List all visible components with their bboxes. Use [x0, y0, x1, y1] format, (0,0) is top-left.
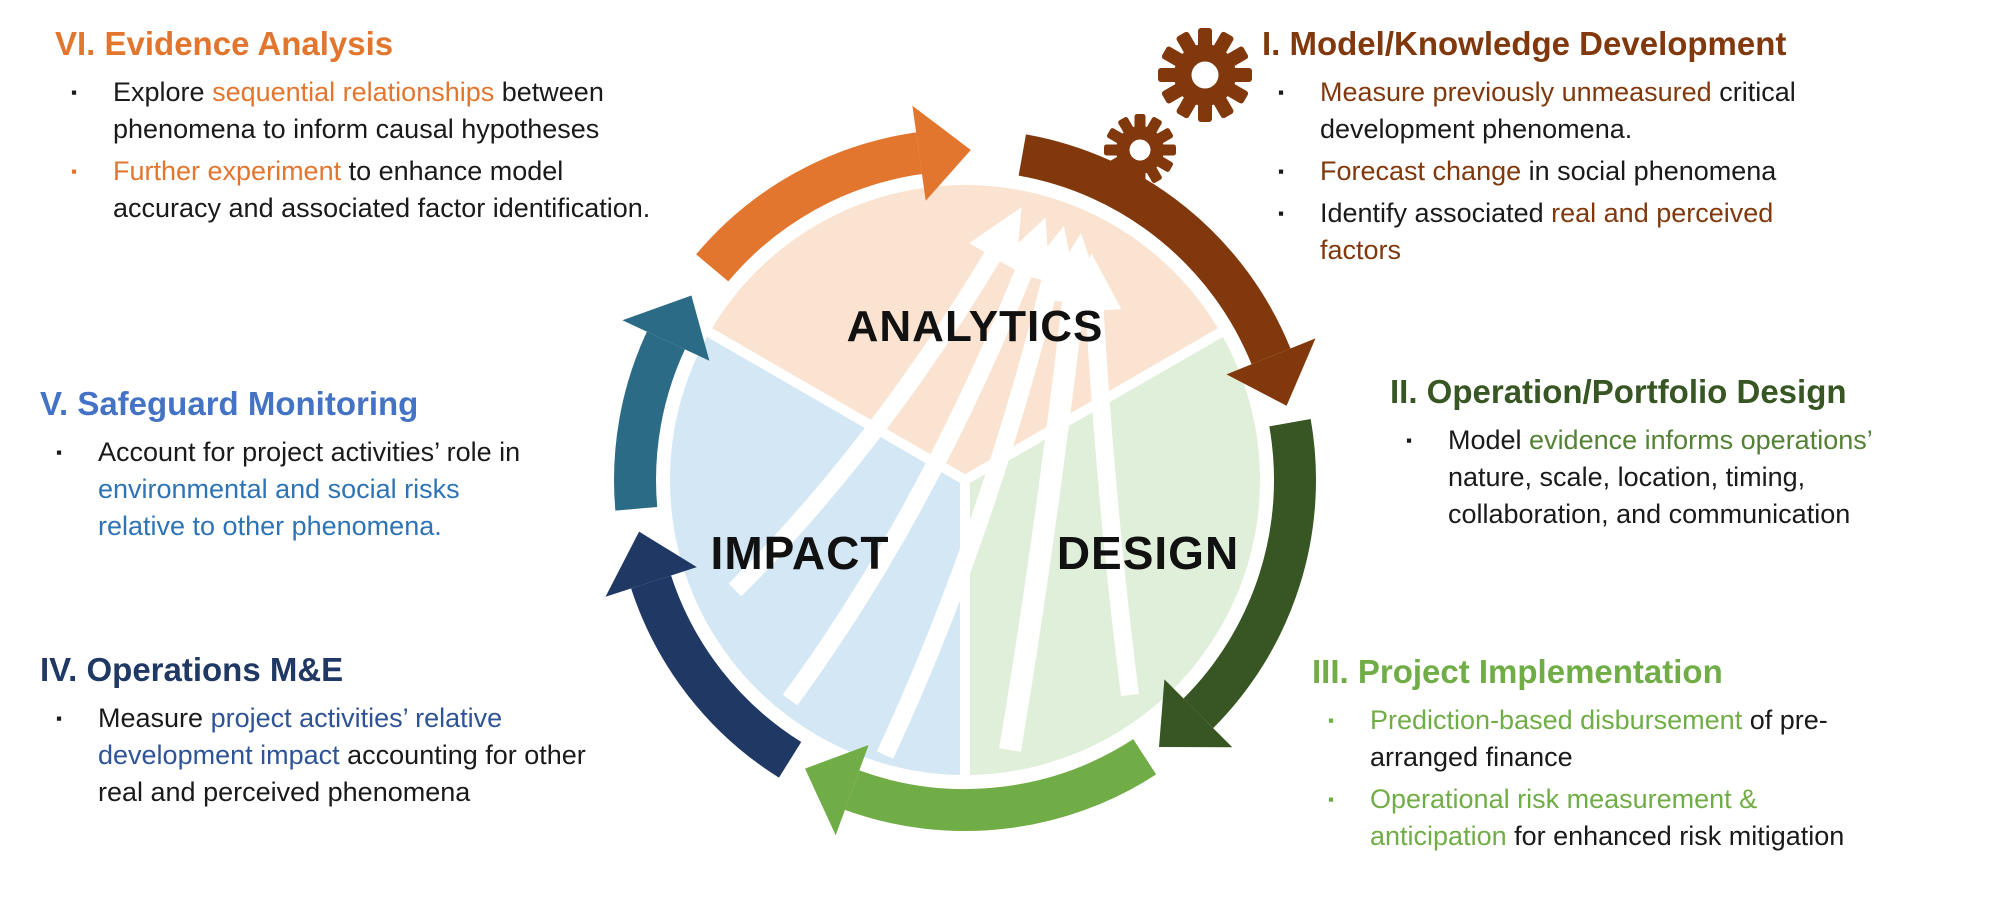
- text-segment: between phenomena to inform causal hypot…: [113, 76, 604, 144]
- operation-portfolio-design-title: II. Operation/Portfolio Design: [1390, 373, 1847, 410]
- bullet-marker-icon: ▪: [71, 82, 78, 102]
- model-knowledge-block: I. Model/Knowledge Development ▪ Measure …: [1262, 24, 1972, 274]
- bullet-item: ▪ Explore sequential relationships betwee…: [55, 74, 745, 148]
- project-implementation-title: III. Project Implementation: [1312, 653, 1723, 690]
- bullet-item: ▪ Identify associated real and perceived …: [1262, 195, 1972, 269]
- bullet-item: ▪ Operational risk measurement & anticipa…: [1312, 781, 1997, 855]
- bullet-marker-icon: ▪: [1328, 789, 1335, 809]
- divider-line: [707, 328, 968, 485]
- text-segment: Operational risk measurement & anticipat…: [1370, 783, 1758, 851]
- gears-icon: [1104, 28, 1252, 186]
- safeguard-monitoring-list: ▪ Account for project activities’ role in…: [40, 434, 680, 545]
- project-implementation-list: ▪ Prediction-based disbursement of pre- a…: [1312, 702, 1997, 855]
- bullet-item: ▪ Account for project activities’ role in…: [40, 434, 680, 545]
- arc-ii-operation-design: [1183, 419, 1316, 729]
- arrowhead-v-teal: [622, 295, 710, 361]
- arrowhead-iii-light-green: [805, 745, 869, 836]
- bullet-text: Explore sequential relationships between…: [113, 74, 604, 148]
- operations-me-list: ▪ Measure project activities’ relative de…: [40, 700, 730, 811]
- bullet-item: ▪ Forecast change in social phenomena: [1262, 153, 1972, 190]
- safeguard-monitoring-title: V. Safeguard Monitoring: [40, 385, 419, 422]
- model-knowledge-list: ▪ Measure previously unmeasured critical …: [1262, 74, 1972, 269]
- gear-large-icon: [1158, 28, 1252, 122]
- bullet-text: Identify associated real and perceived f…: [1320, 195, 1773, 269]
- arrowhead-i-brown: [1226, 338, 1316, 406]
- text-segment: critical development phenomena.: [1320, 76, 1796, 144]
- bullet-text: Measure previously unmeasured critical d…: [1320, 74, 1796, 148]
- cycle-ring: [614, 132, 1316, 832]
- project-implementation-block: III. Project Implementation ▪ Prediction-…: [1312, 652, 1997, 860]
- bullet-text: Further experiment to enhance model accu…: [113, 153, 650, 227]
- text-segment: Further experiment: [113, 155, 342, 186]
- bullet-marker-icon: ▪: [1406, 430, 1413, 450]
- evidence-analysis-list: ▪ Explore sequential relationships betwee…: [55, 74, 745, 227]
- bullet-marker-icon: ▪: [71, 161, 78, 181]
- flow-arrow: [1067, 253, 1139, 697]
- text-segment: Account for project activities’ role in: [98, 436, 521, 467]
- arc-iii-implementation: [844, 739, 1157, 832]
- bullet-marker-icon: ▪: [1278, 203, 1285, 223]
- text-segment: Explore: [113, 76, 213, 107]
- arrowhead-vi-orange: [912, 105, 971, 201]
- bullet-marker-icon: ▪: [56, 708, 63, 728]
- bullet-text: Operational risk measurement & anticipat…: [1370, 781, 1844, 855]
- bullet-item: ▪ Measure project activities’ relative de…: [40, 700, 730, 811]
- flow-arrow: [728, 207, 1022, 597]
- bullet-marker-icon: ▪: [56, 442, 63, 462]
- evidence-analysis-block: VI. Evidence Analysis ▪ Explore sequentia…: [55, 24, 745, 232]
- sector-label-impact: IMPACT: [710, 527, 890, 579]
- gear-small-icon: [1104, 114, 1176, 186]
- operation-portfolio-design-list: ▪ Model evidence informs operations’ natu…: [1390, 422, 1990, 533]
- text-segment: Measure: [98, 702, 211, 733]
- text-segment: in social phenomena: [1521, 155, 1777, 186]
- bullet-marker-icon: ▪: [1278, 161, 1285, 181]
- bullet-marker-icon: ▪: [1278, 82, 1285, 102]
- bullet-item: ▪ Measure previously unmeasured critical …: [1262, 74, 1972, 148]
- bullet-text: Measure project activities’ relative dev…: [98, 700, 586, 811]
- bullet-item: ▪ Model evidence informs operations’ natu…: [1390, 422, 1990, 533]
- text-segment: Forecast change: [1320, 155, 1522, 186]
- sector-label-analytics: ANALYTICS: [846, 302, 1104, 351]
- arc-i-model-knowledge: [1018, 134, 1291, 365]
- flow-arrow: [876, 226, 1077, 759]
- text-segment: project activities’ relative development…: [98, 702, 503, 770]
- text-segment: environmental and social risks relative …: [98, 473, 460, 541]
- sector-label-design: DESIGN: [1056, 527, 1240, 579]
- text-segment: Model: [1448, 424, 1530, 455]
- text-segment: of pre- arranged finance: [1370, 704, 1828, 772]
- text-segment: nature, scale, location, timing, collabo…: [1448, 461, 1851, 529]
- flow-arrow: [782, 217, 1050, 706]
- safeguard-monitoring-block: V. Safeguard Monitoring ▪ Account for pro…: [40, 384, 680, 550]
- bullet-text: Forecast change in social phenomena: [1320, 153, 1776, 190]
- text-segment: for enhanced risk mitigation: [1506, 820, 1845, 851]
- cycle-svg: [605, 28, 1316, 836]
- text-segment: evidence informs operations’: [1529, 424, 1873, 455]
- operations-me-title: IV. Operations M&E: [40, 651, 344, 688]
- bullet-item: ▪ Prediction-based disbursement of pre- a…: [1312, 702, 1997, 776]
- arrowhead-iv-navy: [605, 531, 697, 597]
- text-segment: real and perceived factors: [1320, 197, 1774, 265]
- bullet-text: Account for project activities’ role in …: [98, 434, 520, 545]
- arc-vi-evidence-analysis: [696, 132, 923, 282]
- arrowhead-ii-dark-green: [1159, 679, 1233, 748]
- text-segment: to enhance model accuracy and associated…: [113, 155, 651, 223]
- operations-me-block: IV. Operations M&E ▪ Measure project acti…: [40, 650, 730, 816]
- model-knowledge-title: I. Model/Knowledge Development: [1262, 25, 1787, 62]
- operation-portfolio-design-block: II. Operation/Portfolio Design ▪ Model ev…: [1390, 372, 1990, 538]
- text-segment: Measure previously unmeasured: [1320, 76, 1712, 107]
- text-segment: accounting for other real and perceived …: [98, 739, 586, 807]
- flow-arrow-fan: [728, 207, 1139, 759]
- arc-iv-operations-me: [631, 575, 802, 778]
- flow-arrow: [999, 233, 1106, 752]
- bullet-marker-icon: ▪: [1328, 710, 1335, 730]
- bullet-text: Model evidence informs operations’ natur…: [1448, 422, 1873, 533]
- text-segment: sequential relationships: [212, 76, 495, 107]
- text-segment: Identify associated: [1320, 197, 1552, 228]
- arc-v-safeguard: [614, 331, 686, 511]
- cycle-diagram: [585, 20, 1345, 860]
- bullet-text: Prediction-based disbursement of pre- ar…: [1370, 702, 1828, 776]
- evidence-analysis-title: VI. Evidence Analysis: [55, 25, 394, 62]
- text-segment: Prediction-based disbursement: [1370, 704, 1743, 735]
- bullet-item: ▪ Further experiment to enhance model acc…: [55, 153, 745, 227]
